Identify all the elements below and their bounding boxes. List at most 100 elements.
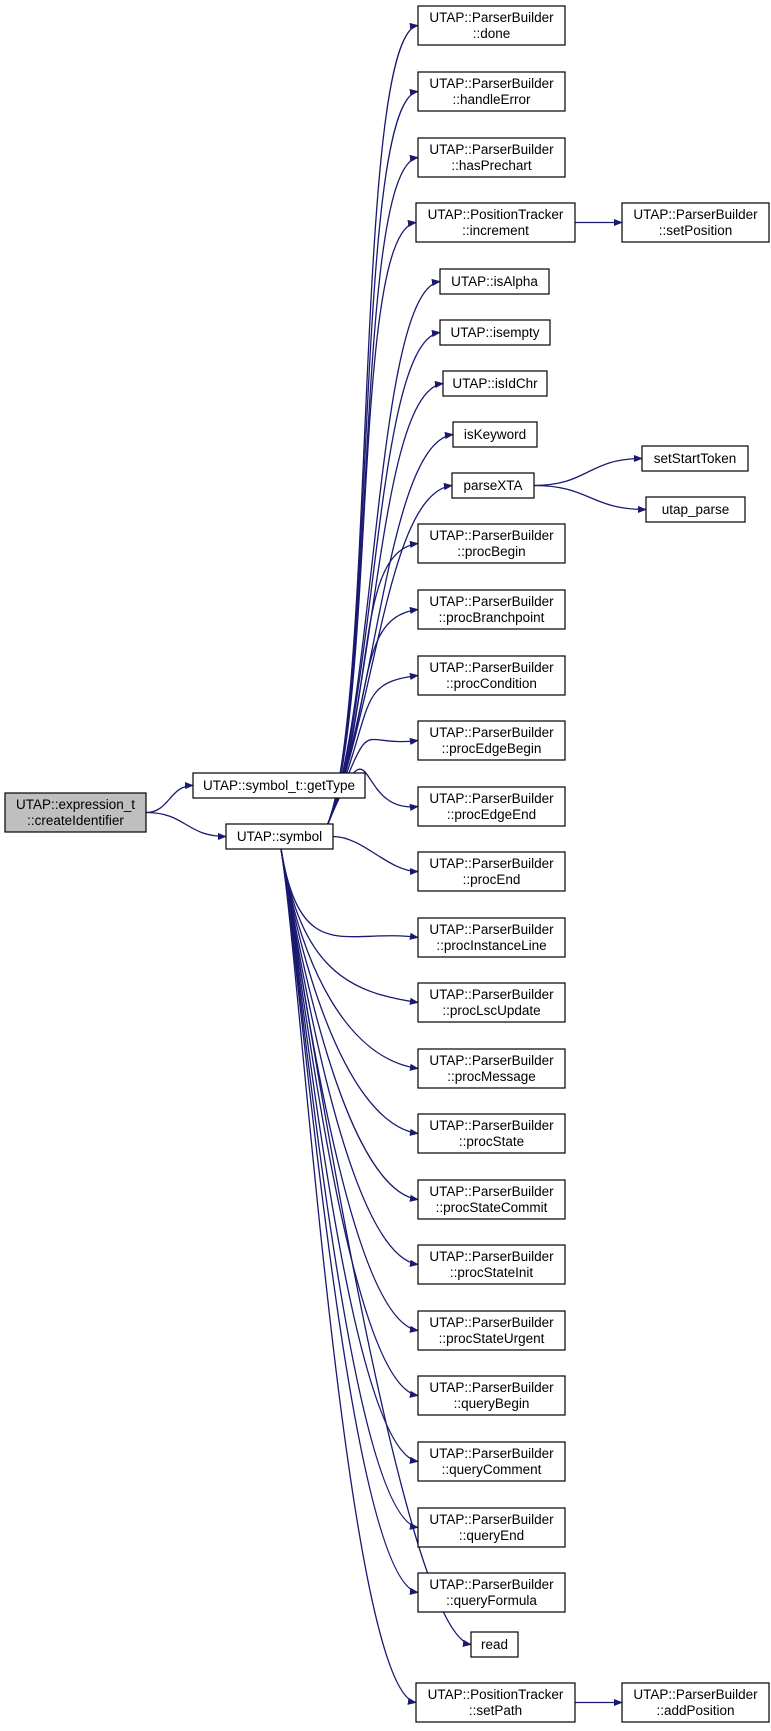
- node-label: ::procLscUpdate: [442, 1003, 540, 1018]
- node-label: ::procBegin: [457, 544, 525, 559]
- node-set-path[interactable]: UTAP::PositionTracker::setPath: [415, 1682, 576, 1723]
- edge-parse-xta-to-utap-parse: [533, 484, 647, 514]
- node-box: [645, 496, 746, 523]
- node-label: parseXTA: [463, 478, 522, 493]
- node-get-type[interactable]: UTAP::symbol_t::getType: [192, 772, 366, 799]
- edge-symbol-to-is-id-chr: [326, 380, 444, 827]
- node-label: ::procStateInit: [450, 1265, 534, 1280]
- node-label: ::setPosition: [659, 223, 733, 238]
- node-isempty[interactable]: UTAP::isempty: [439, 319, 551, 346]
- node-label: UTAP::ParserBuilder: [429, 987, 554, 1002]
- node-label: UTAP::ParserBuilder: [429, 725, 554, 740]
- node-is-alpha[interactable]: UTAP::isAlpha: [439, 268, 550, 295]
- node-label: ::setPath: [469, 1703, 522, 1718]
- node-box: [415, 202, 576, 243]
- node-label: UTAP::symbol: [237, 829, 322, 844]
- node-box: [417, 71, 566, 112]
- node-proc-message[interactable]: UTAP::ParserBuilder::procMessage: [417, 1048, 566, 1089]
- edge-create-identifier-to-get-type: [145, 781, 194, 814]
- node-proc-state-urgent[interactable]: UTAP::ParserBuilder::procStateUrgent: [417, 1310, 566, 1351]
- edge-symbol-to-query-end: [280, 848, 419, 1530]
- node-label: UTAP::ParserBuilder: [429, 1184, 554, 1199]
- node-label: ::procEdgeEnd: [447, 807, 536, 822]
- node-box: [417, 1048, 566, 1089]
- node-is-keyword[interactable]: isKeyword: [452, 421, 538, 448]
- node-proc-branchpoint[interactable]: UTAP::ParserBuilder::procBranchpoint: [417, 589, 566, 630]
- edge-symbol-to-increment: [326, 219, 417, 827]
- node-box: [417, 1310, 566, 1351]
- node-box: [417, 523, 566, 564]
- node-create-identifier[interactable]: UTAP::expression_t::createIdentifier: [4, 792, 147, 833]
- edge-symbol-to-handle-error: [326, 88, 419, 827]
- node-proc-end[interactable]: UTAP::ParserBuilder::procEnd: [417, 851, 566, 892]
- node-read[interactable]: read: [470, 1631, 519, 1658]
- node-label: ::queryComment: [442, 1462, 542, 1477]
- node-box: [417, 982, 566, 1023]
- node-utap-parse[interactable]: utap_parse: [645, 496, 746, 523]
- node-box: [417, 1113, 566, 1154]
- edge-symbol-to-has-prechart: [326, 154, 419, 827]
- node-label: UTAP::ParserBuilder: [429, 791, 554, 806]
- node-symbol[interactable]: UTAP::symbol: [225, 823, 334, 850]
- edge-symbol-to-proc-state: [280, 848, 419, 1136]
- node-query-end[interactable]: UTAP::ParserBuilder::queryEnd: [417, 1507, 566, 1548]
- node-proc-lsc-update[interactable]: UTAP::ParserBuilder::procLscUpdate: [417, 982, 566, 1023]
- node-label: UTAP::ParserBuilder: [429, 1118, 554, 1133]
- node-label: ::procStateCommit: [436, 1200, 548, 1215]
- node-increment[interactable]: UTAP::PositionTracker::increment: [415, 202, 576, 243]
- node-box: [417, 1572, 566, 1613]
- node-set-start-token[interactable]: setStartToken: [641, 445, 749, 472]
- node-label: UTAP::ParserBuilder: [429, 1315, 554, 1330]
- node-label: ::procStateUrgent: [439, 1331, 545, 1346]
- node-box: [641, 445, 749, 472]
- node-query-formula[interactable]: UTAP::ParserBuilder::queryFormula: [417, 1572, 566, 1613]
- edge-symbol-to-proc-state-urgent: [280, 848, 419, 1333]
- node-query-begin[interactable]: UTAP::ParserBuilder::queryBegin: [417, 1375, 566, 1416]
- node-box: [417, 1507, 566, 1548]
- node-label: UTAP::ParserBuilder: [429, 856, 554, 871]
- node-parse-xta[interactable]: parseXTA: [451, 472, 535, 499]
- node-label: UTAP::ParserBuilder: [633, 1687, 758, 1702]
- nodes-layer: UTAP::expression_t::createIdentifierUTAP…: [4, 5, 770, 1723]
- node-label: UTAP::ParserBuilder: [429, 142, 554, 157]
- node-proc-state[interactable]: UTAP::ParserBuilder::procState: [417, 1113, 566, 1154]
- node-box: [417, 720, 566, 761]
- node-has-prechart[interactable]: UTAP::ParserBuilder::hasPrechart: [417, 137, 566, 178]
- node-proc-state-init[interactable]: UTAP::ParserBuilder::procStateInit: [417, 1244, 566, 1285]
- node-proc-state-commit[interactable]: UTAP::ParserBuilder::procStateCommit: [417, 1179, 566, 1220]
- node-label: UTAP::ParserBuilder: [429, 1446, 554, 1461]
- node-is-id-chr[interactable]: UTAP::isIdChr: [442, 370, 548, 397]
- node-proc-instance-line[interactable]: UTAP::ParserBuilder::procInstanceLine: [417, 917, 566, 958]
- node-done[interactable]: UTAP::ParserBuilder::done: [417, 5, 566, 46]
- node-label: UTAP::ParserBuilder: [429, 1053, 554, 1068]
- node-label: UTAP::ParserBuilder: [429, 1249, 554, 1264]
- node-label: ::createIdentifier: [27, 813, 124, 828]
- node-label: UTAP::expression_t: [16, 797, 135, 812]
- node-label: ::hasPrechart: [451, 158, 532, 173]
- node-label: ::queryFormula: [446, 1593, 537, 1608]
- node-box: [192, 772, 366, 799]
- node-query-comment[interactable]: UTAP::ParserBuilder::queryComment: [417, 1441, 566, 1482]
- node-box: [417, 917, 566, 958]
- node-add-position[interactable]: UTAP::ParserBuilder::addPosition: [621, 1682, 770, 1723]
- node-label: isKeyword: [464, 427, 526, 442]
- node-handle-error[interactable]: UTAP::ParserBuilder::handleError: [417, 71, 566, 112]
- edge-symbol-to-query-begin: [280, 848, 419, 1398]
- node-label: ::procEnd: [463, 872, 521, 887]
- node-proc-edge-end[interactable]: UTAP::ParserBuilder::procEdgeEnd: [417, 786, 566, 827]
- node-box: [452, 421, 538, 448]
- node-label: UTAP::isempty: [450, 325, 539, 340]
- node-box: [417, 1244, 566, 1285]
- node-box: [417, 1441, 566, 1482]
- edge-symbol-to-query-comment: [280, 848, 419, 1464]
- node-label: UTAP::ParserBuilder: [429, 10, 554, 25]
- node-label: UTAP::ParserBuilder: [429, 1380, 554, 1395]
- node-set-position[interactable]: UTAP::ParserBuilder::setPosition: [621, 202, 770, 243]
- node-label: ::addPosition: [656, 1703, 734, 1718]
- node-proc-begin[interactable]: UTAP::ParserBuilder::procBegin: [417, 523, 566, 564]
- node-proc-edge-begin[interactable]: UTAP::ParserBuilder::procEdgeBegin: [417, 720, 566, 761]
- node-proc-condition[interactable]: UTAP::ParserBuilder::procCondition: [417, 655, 566, 696]
- node-label: ::done: [473, 26, 511, 41]
- node-box: [417, 5, 566, 46]
